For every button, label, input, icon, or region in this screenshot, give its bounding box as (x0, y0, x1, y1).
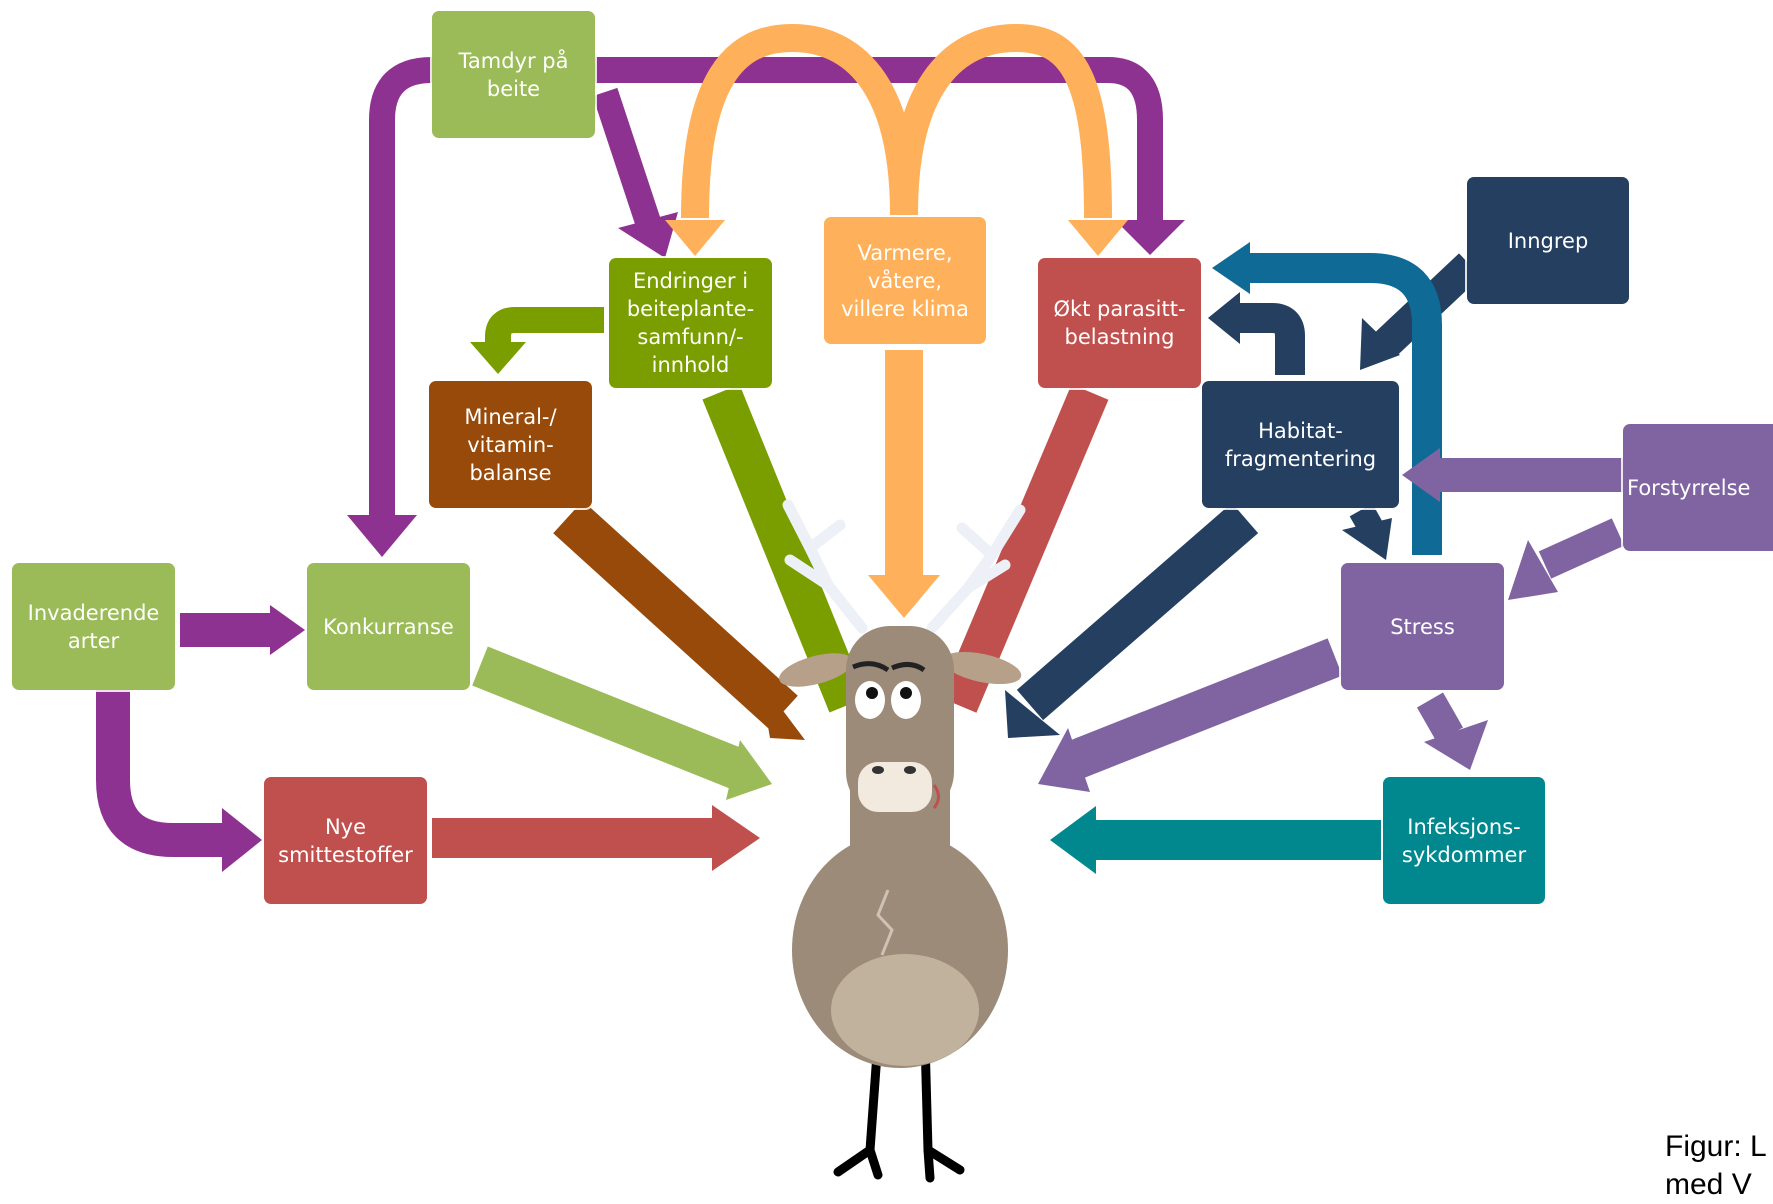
node-forstyrrelse: Forstyrrelse (1623, 424, 1773, 551)
arrow-habitat-to-reindeer (1016, 502, 1259, 721)
arrowhead-nye-reindeer (712, 805, 760, 871)
reindeer-illustration (779, 499, 1026, 1183)
arrow-tamdyr-to-konkurranse (369, 57, 433, 520)
arrow-stress-to-reindeer (1062, 638, 1343, 781)
arrow-parasitt-to-reindeer (939, 384, 1109, 713)
arrow-habitat-to-parasitt (1240, 303, 1305, 375)
arrowhead-konkurranse-reindeer (726, 740, 772, 800)
arrow-invaderende-to-nye (96, 690, 230, 857)
arrowhead-parasitt-orange (1068, 220, 1128, 256)
arrowhead-mineral-reindeer (760, 680, 805, 740)
arrowhead-habitat-reindeer (1005, 690, 1060, 738)
arrowhead-konkurranse (347, 515, 417, 557)
arrowhead-stress-reindeer (1038, 728, 1090, 792)
node-klima: Varmere, våtere, villere klima (824, 217, 986, 344)
node-invaderende: Invaderende arter (12, 563, 175, 690)
node-habitat: Habitat- fragmentering (1202, 381, 1399, 508)
arrow-stress-to-infeksjon (1416, 692, 1464, 743)
arrow-forstyrrelse-to-stress (1538, 518, 1625, 579)
arrow-mineral-to-reindeer (553, 500, 798, 729)
arrowhead-stress-navy (1342, 518, 1392, 560)
node-endringer: Endringer i beiteplante- samfunn/- innho… (609, 258, 772, 388)
node-nye: Nye smittestoffer (264, 777, 427, 904)
arrowhead-nye (222, 808, 262, 872)
node-infeksjon: Infeksjons- sykdommer (1383, 777, 1545, 904)
arrowhead-parasitt (1115, 220, 1185, 255)
arrowhead-endringer-orange (665, 220, 725, 256)
node-konkurranse: Konkurranse (307, 563, 470, 690)
node-stress: Stress (1341, 563, 1504, 690)
arrowhead-stress-lavender (1508, 540, 1558, 600)
node-inngrep: Inngrep (1467, 177, 1629, 304)
node-mineral: Mineral-/ vitamin- balanse (429, 381, 592, 508)
arrowhead-infeksjon-reindeer (1050, 806, 1096, 874)
arrowhead-parasitt-navy (1208, 292, 1240, 344)
arrow-konkurranse-to-reindeer (472, 646, 748, 790)
arrow-endringer-to-mineral (485, 307, 604, 342)
arrow-klima-to-endringer (681, 23, 918, 219)
node-tamdyr: Tamdyr på beite (432, 11, 595, 138)
arrow-tamdyr-to-endringer (592, 87, 661, 227)
arrow-klima-to-parasitt (890, 23, 1112, 219)
arrowhead-infeksjon (1424, 720, 1488, 770)
arrow-stress-to-parasitt (1250, 253, 1442, 555)
arrowhead-parasitt-blue (1212, 242, 1250, 294)
arrowhead-konkurranse-left (270, 605, 305, 655)
arrow-tamdyr-to-parasitt (595, 57, 1163, 220)
arrowhead-klima-reindeer (868, 575, 940, 618)
arrowhead-mineral (470, 342, 526, 374)
node-parasitt: Økt parasitt- belastning (1038, 258, 1201, 388)
arrowhead-habitat-from-inngrep (1360, 318, 1400, 370)
arrowhead-habitat-lavender (1402, 448, 1440, 502)
figure-caption: Figur: L med V (1665, 1130, 1767, 1201)
arrowhead-endringer (618, 212, 678, 258)
arrow-endringer-to-reindeer (702, 384, 867, 713)
